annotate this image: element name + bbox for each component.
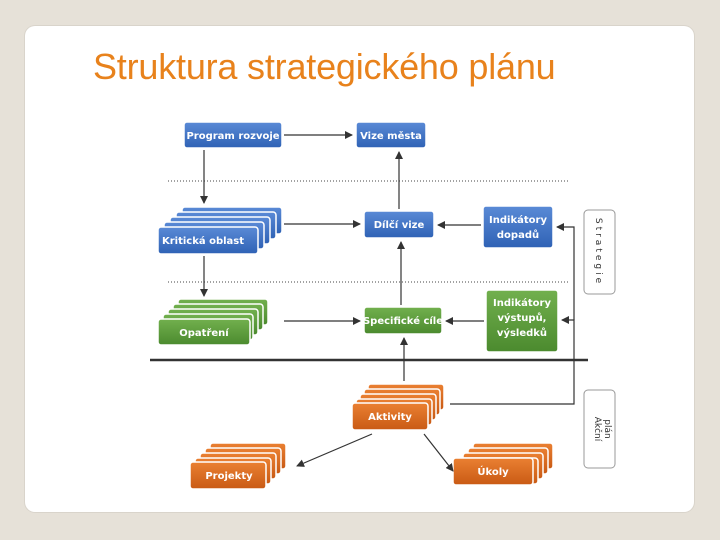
- side-label-strategie: Strategie: [593, 218, 603, 286]
- side-box-akcni-plan: Akční plán: [583, 389, 616, 469]
- node-indikatory-vystupu: Indikátory výstupů, výsledků: [485, 289, 559, 353]
- side-label-akcni-plan-line-2: plán: [602, 419, 612, 438]
- side-label-akcni-plan-line-1: Akční: [592, 417, 603, 442]
- node-program-rozvoje: Program rozvoje: [183, 121, 283, 149]
- node-ukoly: Úkoly: [452, 457, 534, 486]
- node-indikatory-dopadu: Indikátory dopadů: [482, 205, 554, 249]
- node-indikatory-vystupu-line-2: výstupů,: [498, 311, 547, 324]
- arrow-aktivity-to-projekty: [296, 433, 373, 467]
- node-dilci-vize-label: Dílčí vize: [374, 219, 425, 231]
- arrow-feedback-to-indikatory-vystupu: [450, 316, 575, 405]
- arrows: [200, 131, 575, 472]
- arrow-aktivity-to-ukoly: [423, 433, 454, 472]
- node-indikatory-dopadu-line-1: Indikátory: [489, 214, 547, 226]
- node-dilci-vize: Dílčí vize: [363, 210, 435, 239]
- node-specificke-cile: Specifické cíle: [363, 306, 443, 335]
- node-indikatory-vystupu-line-1: Indikátory: [493, 297, 551, 309]
- node-kriticka-oblast: Kritická oblast: [157, 226, 259, 255]
- side-box-strategie: Strategie: [583, 209, 616, 295]
- node-ukoly-label: Úkoly: [477, 465, 509, 478]
- node-specificke-cile-label: Specifické cíle: [363, 315, 443, 327]
- node-vize-mesta-label: Vize města: [360, 130, 422, 142]
- node-indikatory-vystupu-line-3: výsledků: [497, 326, 547, 339]
- node-projekty-label: Projekty: [205, 471, 253, 482]
- node-aktivity-label: Aktivity: [368, 412, 412, 423]
- node-vize-mesta: Vize města: [355, 121, 427, 149]
- node-kriticka-oblast-label: Kritická oblast: [162, 235, 244, 247]
- node-program-rozvoje-label: Program rozvoje: [186, 131, 279, 142]
- node-opatreni: Opatření: [157, 318, 251, 346]
- node-aktivity: Aktivity: [351, 402, 429, 431]
- node-indikatory-dopadu-line-2: dopadů: [497, 228, 539, 241]
- node-opatreni-label: Opatření: [179, 327, 229, 339]
- slide-title: Struktura strategického plánu: [93, 46, 556, 87]
- slide: [25, 26, 694, 512]
- arrow-feedback-to-indikatory-dopadu: [556, 223, 575, 320]
- node-projekty: Projekty: [189, 461, 267, 490]
